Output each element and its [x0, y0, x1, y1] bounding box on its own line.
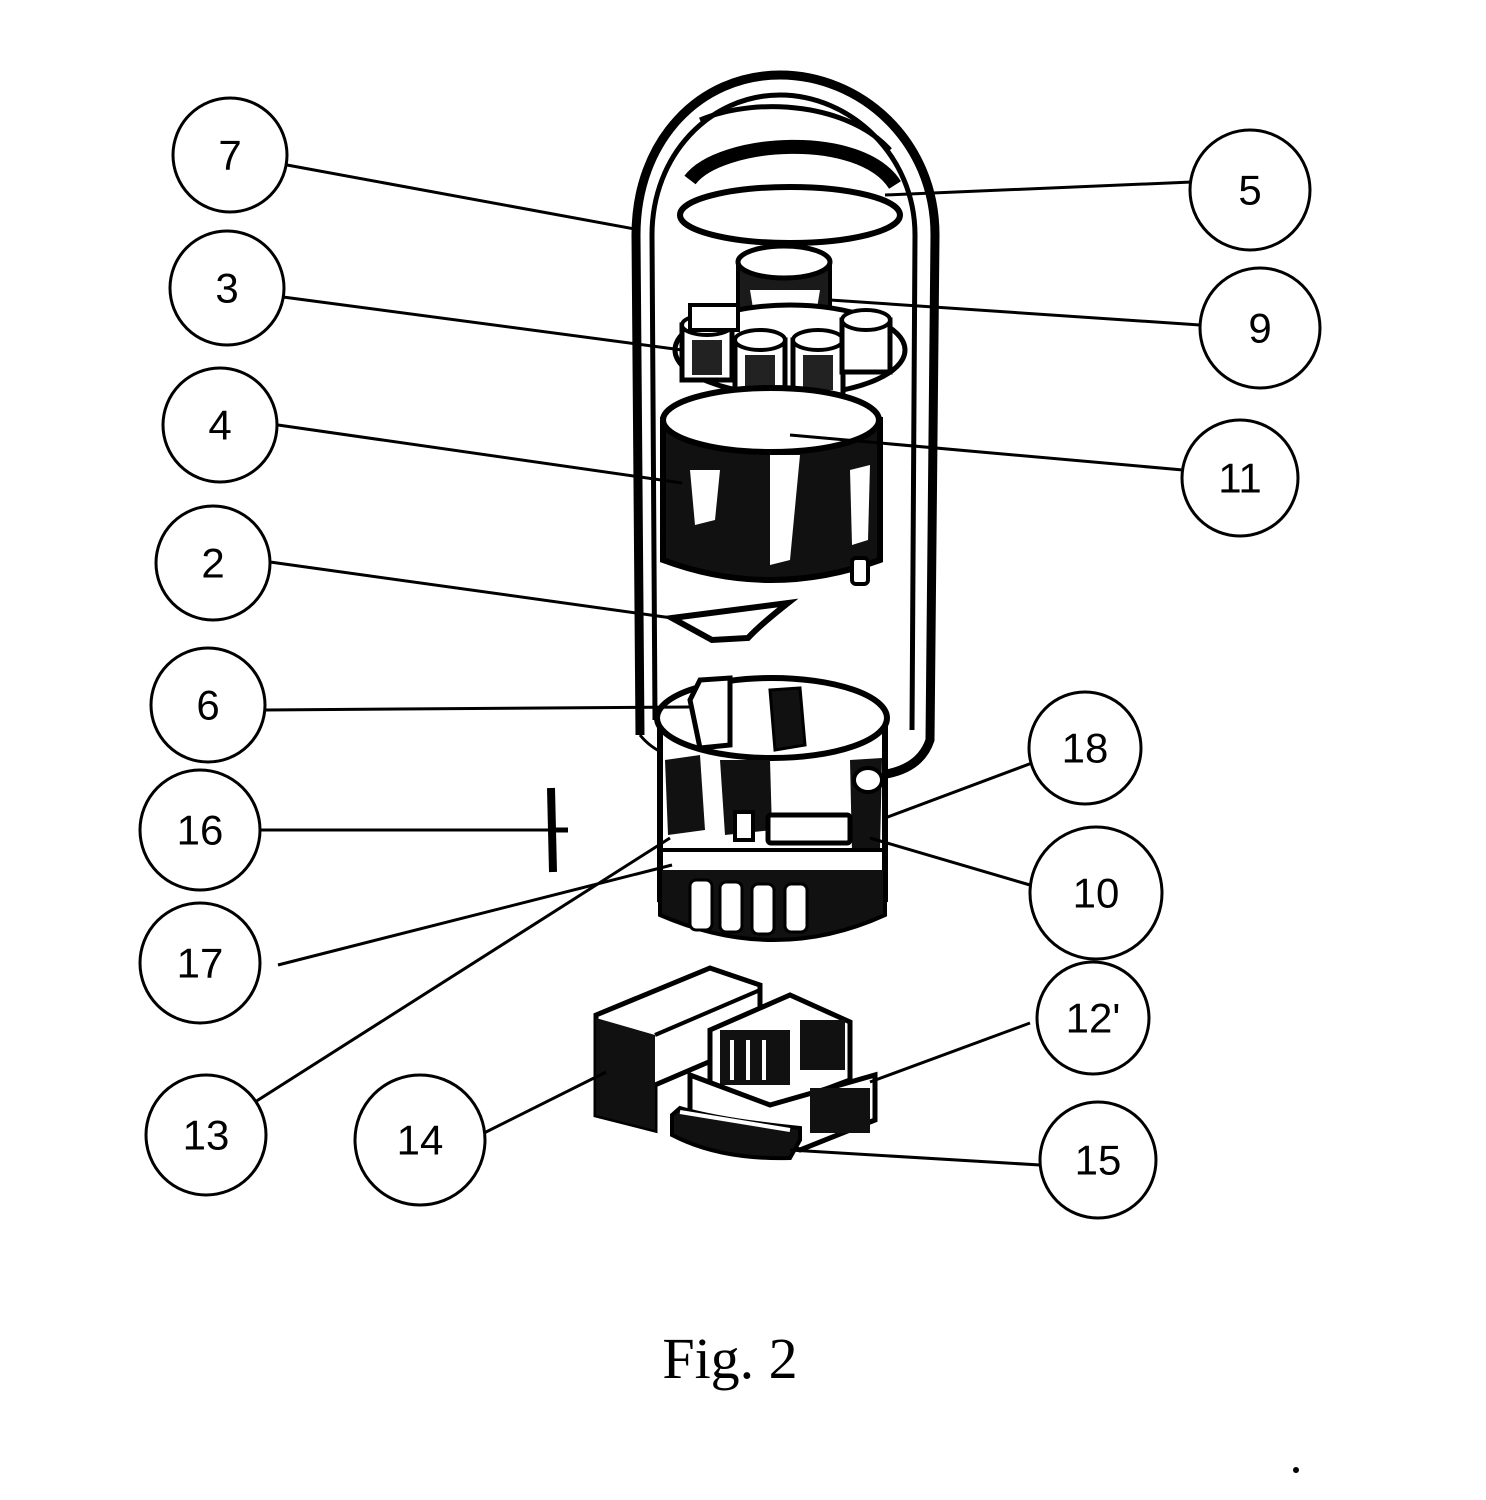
- callout-11-label: 11: [1218, 455, 1262, 502]
- callout-9-label: 9: [1248, 305, 1271, 352]
- callout-17: 17: [138, 901, 262, 1025]
- callout-7: 7: [171, 96, 289, 214]
- callout-13: 13: [144, 1073, 268, 1197]
- callout-3-label: 3: [215, 265, 238, 312]
- leader-7: [286, 163, 641, 232]
- leader-5: [884, 180, 1193, 197]
- drum-body: [660, 385, 883, 586]
- leader-11: [789, 433, 1184, 472]
- callout-15: 15: [1038, 1100, 1158, 1220]
- callout-18: 18: [1027, 690, 1143, 806]
- callout-13-label: 13: [183, 1112, 230, 1159]
- callout-6: 6: [149, 646, 267, 764]
- leader-6: [264, 705, 691, 712]
- callout-11: 11: [1180, 418, 1300, 538]
- callout-6-label: 6: [196, 682, 219, 729]
- wedge-element: [662, 598, 799, 644]
- callout-4: 4: [161, 366, 279, 484]
- leader-lines: [254, 163, 1201, 1167]
- callouts: 7 5 3 9 4 11 2 6 18 16 10 17 12' 13 14 1…: [138, 96, 1322, 1220]
- callout-18-label: 18: [1062, 725, 1109, 772]
- leader-10: [869, 836, 1031, 887]
- pin: [547, 787, 568, 873]
- callout-12-label: 12': [1066, 995, 1121, 1042]
- callout-4-label: 4: [208, 402, 231, 449]
- leader-4: [277, 423, 683, 485]
- device-drawing: [547, 70, 940, 1161]
- callout-14-label: 14: [397, 1117, 444, 1164]
- callout-3: 3: [168, 229, 286, 347]
- callout-2: 2: [154, 504, 272, 622]
- leader-2: [269, 560, 673, 620]
- top-cap: [677, 104, 903, 246]
- leader-9: [829, 298, 1201, 327]
- stray-dot: [1293, 1467, 1299, 1473]
- leader-18: [884, 758, 1041, 820]
- callout-10: 10: [1028, 825, 1164, 961]
- callout-2-label: 2: [201, 540, 224, 587]
- leader-12: [869, 1021, 1031, 1084]
- leader-3: [282, 295, 683, 352]
- callout-12: 12': [1035, 960, 1151, 1076]
- callout-5: 5: [1188, 128, 1312, 252]
- callout-14: 14: [353, 1073, 487, 1207]
- callout-5-label: 5: [1238, 167, 1261, 214]
- figure-caption: Fig. 2: [662, 1326, 797, 1391]
- callout-9: 9: [1198, 266, 1322, 390]
- leader-15: [789, 1148, 1041, 1167]
- callout-15-label: 15: [1075, 1137, 1122, 1184]
- callout-16: 16: [138, 768, 262, 892]
- leader-13: [254, 836, 671, 1104]
- callout-17-label: 17: [177, 940, 224, 987]
- electronics-module: [593, 965, 878, 1161]
- callout-10-label: 10: [1073, 870, 1120, 917]
- base-ring: [654, 675, 890, 942]
- callout-7-label: 7: [218, 132, 241, 179]
- callout-16-label: 16: [177, 807, 224, 854]
- leader-17: [277, 863, 673, 967]
- leader-14: [479, 1070, 607, 1137]
